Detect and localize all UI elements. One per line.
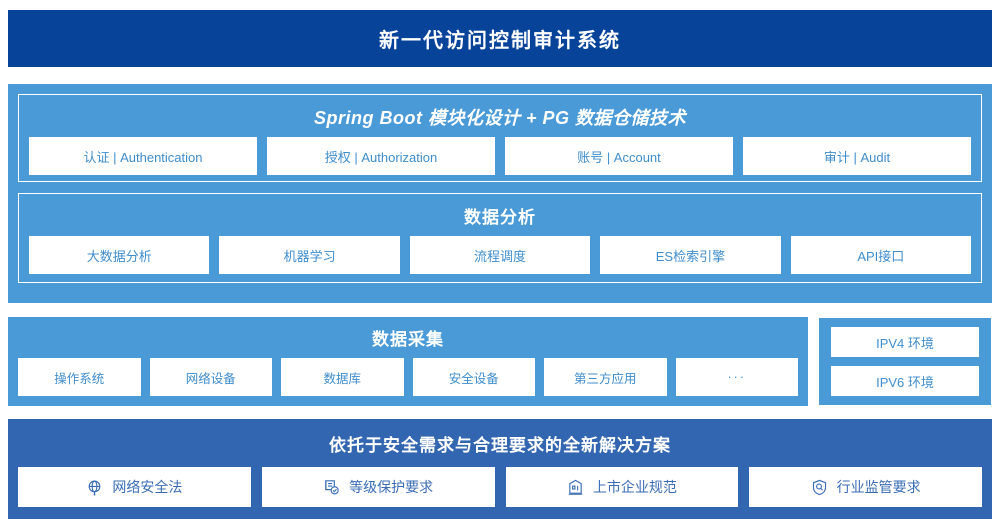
- chip-network-device[interactable]: 网络设备: [149, 358, 272, 396]
- bank-building-icon: [567, 479, 584, 496]
- data-analysis-item-row: 大数据分析 机器学习 流程调度 ES检索引擎 API接口: [29, 236, 972, 274]
- chip-audit[interactable]: 审计 | Audit: [743, 137, 971, 175]
- compliance-heading: 依托于安全需求与合理要求的全新解决方案: [329, 436, 671, 455]
- data-collection-panel: 数据采集 操作系统 网络设备 数据库 安全设备 第三方应用 ···: [8, 317, 808, 406]
- data-collection-heading: 数据采集: [372, 330, 444, 349]
- page-title: 新一代访问控制审计系统: [379, 30, 621, 52]
- chip-third-party-app[interactable]: 第三方应用: [544, 358, 667, 396]
- chip-machine-learning[interactable]: 机器学习: [219, 236, 400, 274]
- chip-industry-regulation[interactable]: 行业监管要求: [749, 467, 982, 507]
- chip-api-interface[interactable]: API接口: [790, 236, 972, 274]
- chip-account[interactable]: 账号 | Account: [505, 137, 733, 175]
- chip-operating-system[interactable]: 操作系统: [18, 358, 141, 396]
- chip-process-scheduling[interactable]: 流程调度: [409, 236, 591, 274]
- chip-label: 网络安全法: [112, 479, 183, 495]
- data-analysis-heading: 数据分析: [464, 208, 536, 227]
- data-analysis-group: 数据分析 大数据分析 机器学习 流程调度 ES检索引擎 API接口: [18, 193, 982, 283]
- globe-icon: [86, 479, 103, 496]
- chip-ipv6-environment[interactable]: IPV6 环境: [831, 366, 979, 396]
- spring-boot-group: Spring Boot 模块化设计 + PG 数据仓储技术 认证 | Authe…: [18, 94, 982, 182]
- chip-cybersecurity-law[interactable]: 网络安全法: [18, 467, 251, 507]
- chip-label: 行业监管要求: [836, 479, 921, 495]
- spring-boot-heading: Spring Boot 模块化设计 + PG 数据仓储技术: [313, 108, 686, 128]
- shield-search-icon: [811, 479, 828, 496]
- chip-database[interactable]: 数据库: [281, 358, 404, 396]
- chip-security-device[interactable]: 安全设备: [412, 358, 535, 396]
- data-collection-item-row: 操作系统 网络设备 数据库 安全设备 第三方应用 ···: [18, 358, 798, 396]
- ip-environment-panel: IPV4 环境 IPV6 环境: [818, 317, 992, 406]
- chip-authorization[interactable]: 授权 | Authorization: [267, 137, 495, 175]
- compliance-item-row: 网络安全法 等级保护要求: [18, 467, 982, 507]
- chip-big-data-analysis[interactable]: 大数据分析: [29, 236, 210, 274]
- page-title-bar: 新一代访问控制审计系统: [8, 10, 992, 67]
- chip-graded-protection[interactable]: 等级保护要求: [261, 467, 495, 507]
- chip-ipv4-environment[interactable]: IPV4 环境: [831, 327, 979, 357]
- compliance-panel: 依托于安全需求与合理要求的全新解决方案 网络安全法: [8, 419, 992, 519]
- platform-stack-panel: Spring Boot 模块化设计 + PG 数据仓储技术 认证 | Authe…: [8, 84, 992, 303]
- chip-label: 等级保护要求: [349, 479, 434, 495]
- chip-label: 上市企业规范: [592, 479, 677, 495]
- spring-boot-item-row: 认证 | Authentication 授权 | Authorization 账…: [29, 137, 971, 175]
- chip-more-ellipsis[interactable]: ···: [675, 358, 798, 396]
- chip-es-search-engine[interactable]: ES检索引擎: [600, 236, 781, 274]
- chip-listed-enterprise-standard[interactable]: 上市企业规范: [505, 467, 739, 507]
- document-check-icon: [323, 479, 340, 496]
- chip-authentication[interactable]: 认证 | Authentication: [29, 137, 257, 175]
